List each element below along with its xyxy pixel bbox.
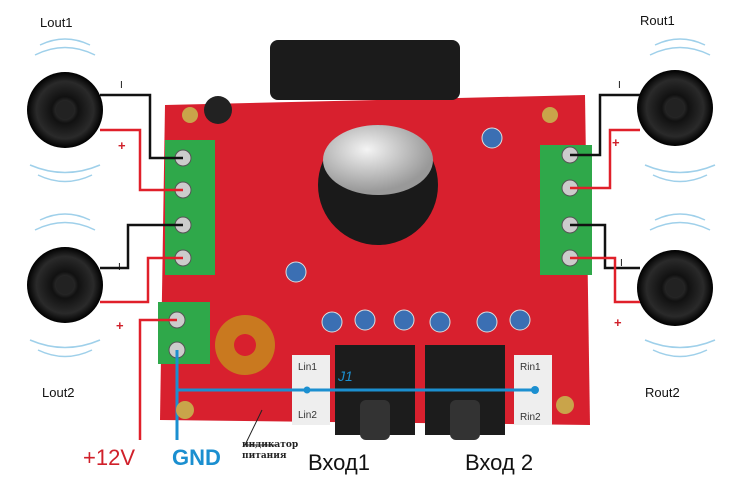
label-12v: +12V [83, 445, 135, 470]
wires-minus [100, 93, 640, 270]
speaker-lout2 [27, 247, 103, 323]
plus-mark: + [116, 318, 124, 333]
label-gnd: GND [172, 445, 221, 470]
wires-plus [100, 128, 640, 440]
label-rout2: Rout2 [645, 385, 680, 400]
minus-mark: I [120, 80, 123, 91]
capacitor-c19 [204, 96, 232, 124]
minus-mark: I [118, 262, 121, 273]
minus-mark: I [618, 80, 621, 91]
power-indicator-label: индикатор питания [242, 440, 298, 462]
label-rin1: Rin1 [520, 362, 541, 373]
indicator-label-line2: питания [242, 451, 287, 461]
plus-mark: + [612, 135, 620, 150]
label-lout2: Lout2 [42, 385, 75, 400]
label-lout1: Lout1 [40, 15, 73, 30]
label-rout1: Rout1 [640, 13, 675, 28]
speaker-lout1 [27, 72, 103, 148]
label-lin2: Lin2 [298, 410, 317, 421]
minus-mark: I [620, 258, 623, 269]
label-rin2: Rin2 [520, 412, 541, 423]
label-lin1: Lin1 [298, 362, 317, 373]
heatsink [270, 40, 460, 100]
speaker-rout2 [637, 250, 713, 326]
indicator-label-line1: индикатор [242, 440, 299, 450]
label-j1: J1 [338, 368, 353, 384]
label-input2: Вход 2 [465, 450, 534, 475]
sound-waves [29, 38, 716, 358]
wire-gnd [175, 350, 535, 440]
plus-mark: + [614, 315, 622, 330]
plus-mark: + [118, 138, 126, 153]
speaker-rout1 [637, 70, 713, 146]
label-input1: Вход1 [308, 450, 371, 475]
small-capacitors [285, 127, 531, 333]
